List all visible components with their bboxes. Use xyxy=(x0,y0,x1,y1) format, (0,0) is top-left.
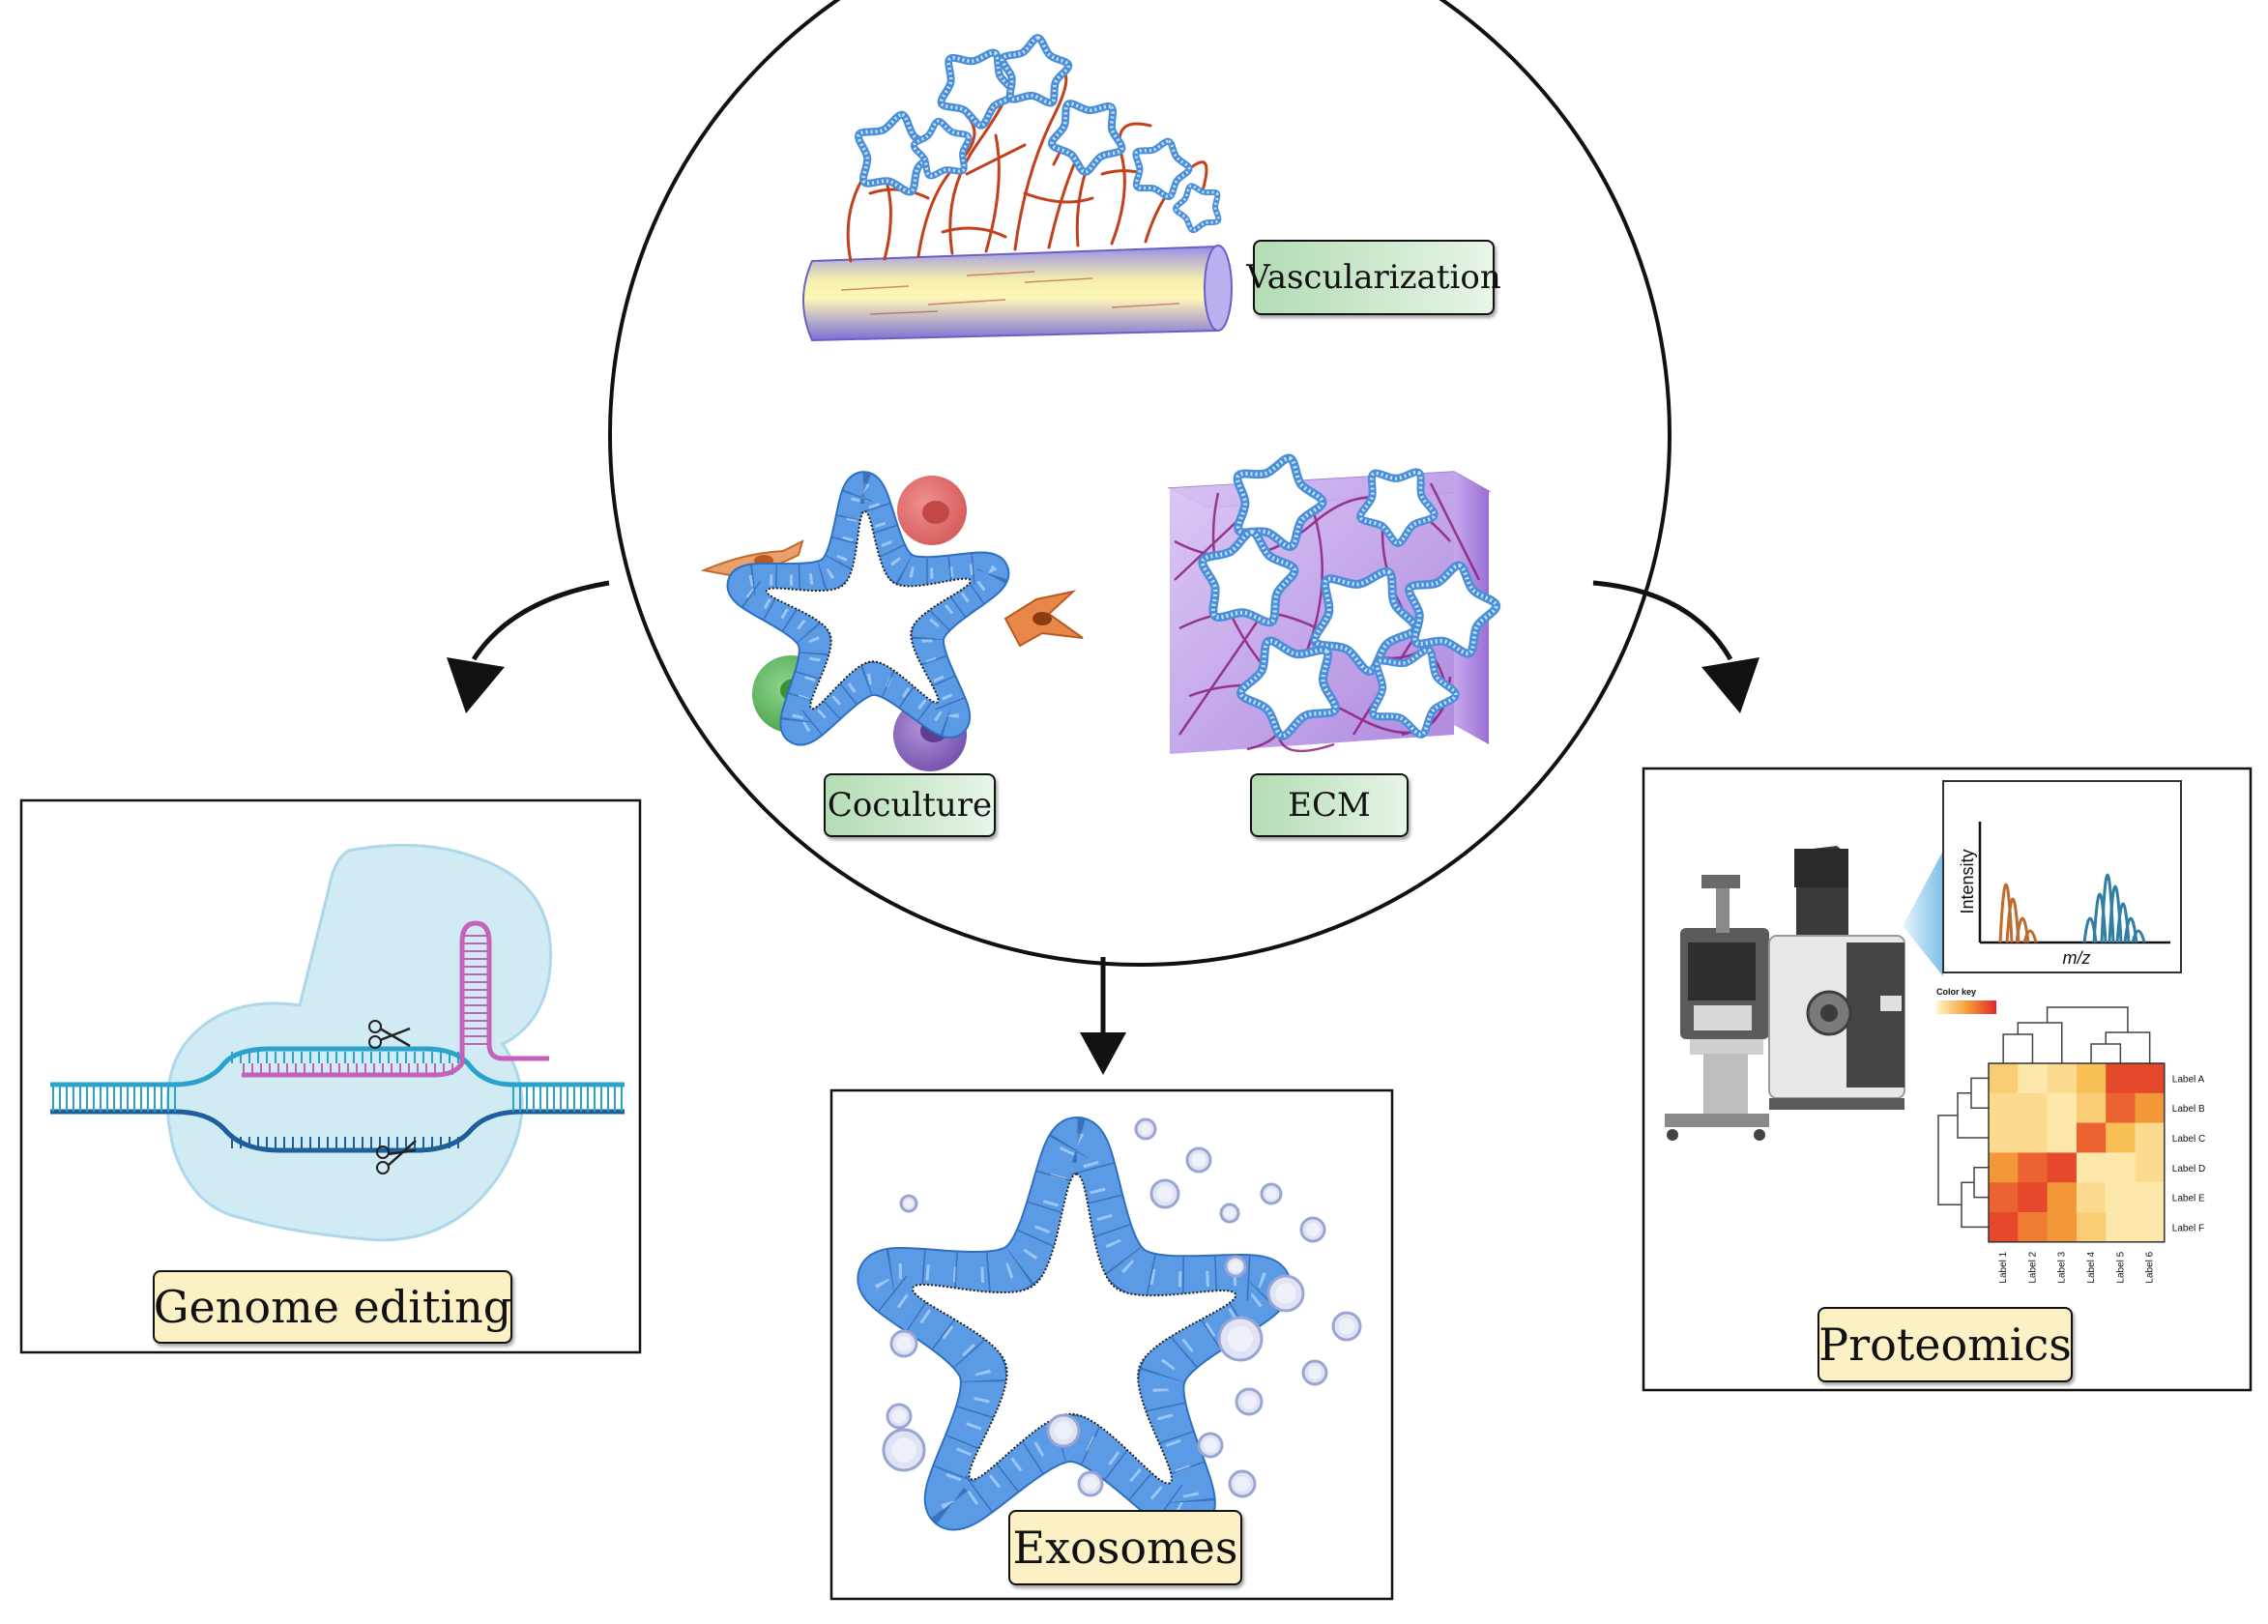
vascular-organoids xyxy=(855,34,1222,234)
color-key-bar xyxy=(1936,1000,1996,1014)
vascularization-label: Vascularization xyxy=(1246,240,1501,315)
heatmap-cell xyxy=(2106,1063,2136,1094)
ms-xlabel: m/z xyxy=(2063,948,2091,968)
zoom-prism xyxy=(1903,851,1943,976)
heatmap-cell xyxy=(2018,1182,2049,1213)
heatmap-cell xyxy=(2106,1182,2136,1213)
heatmap-cell xyxy=(2106,1122,2136,1153)
exosomes-label: Exosomes xyxy=(1008,1510,1242,1585)
heatmap-cell xyxy=(1989,1092,2019,1124)
heatmap-cell xyxy=(2018,1063,2049,1094)
coculture-label: Coculture xyxy=(824,773,996,837)
heatmap-cell xyxy=(2047,1212,2078,1243)
heatmap-cell xyxy=(2076,1182,2107,1213)
coculture-organoid xyxy=(726,471,1010,746)
heatmap-row-label: Label B xyxy=(2172,1104,2205,1115)
heatmap-cell xyxy=(2106,1152,2136,1183)
heatmap-row-label: Label D xyxy=(2172,1164,2205,1174)
heatmap-cell xyxy=(2047,1092,2078,1124)
heatmap-cell xyxy=(2135,1122,2166,1153)
heatmap-col-label: Label 1 xyxy=(1998,1251,2009,1283)
heatmap-row-label: Label F xyxy=(2172,1223,2204,1233)
heatmap-cell xyxy=(1989,1182,2019,1213)
mass-spectrometer xyxy=(1665,846,1905,1141)
heatmap-row-label: Label A xyxy=(2172,1074,2205,1085)
heatmap-row-label: Label C xyxy=(2172,1134,2205,1145)
heatmap-cell xyxy=(2076,1122,2107,1153)
color-key-label: Color key xyxy=(1936,987,1976,997)
heatmap-cell xyxy=(2135,1063,2166,1094)
heatmap-col-label: Label 6 xyxy=(2145,1251,2156,1283)
dna-strand xyxy=(50,1046,625,1153)
heatmap-cell xyxy=(2076,1063,2107,1094)
heatmap-cell xyxy=(2135,1212,2166,1243)
heatmap-cell xyxy=(2135,1182,2166,1213)
arrow-to-genome-editing xyxy=(447,580,610,713)
heatmap: Color key Label A Label B Label C Label D La… xyxy=(1936,987,2205,1284)
ms-spectrum-plot: Intensity m/z xyxy=(1942,780,2182,973)
heatmap-cell xyxy=(2018,1092,2049,1124)
scissors-icon-2 xyxy=(376,1140,417,1174)
heatmap-col-label: Label 3 xyxy=(2057,1251,2068,1283)
ecm-label: ECM xyxy=(1250,773,1409,837)
scissors-icon xyxy=(368,1020,411,1049)
vascular-tube xyxy=(802,245,1233,342)
heatmap-cell xyxy=(2047,1122,2078,1153)
heatmap-cell xyxy=(2135,1152,2166,1183)
exosome-vesicles xyxy=(882,1117,1362,1566)
heatmap-cell xyxy=(2018,1152,2049,1183)
ms-ylabel: Intensity xyxy=(1958,849,1977,914)
heatmap-col-label: Label 5 xyxy=(2115,1251,2126,1283)
proteomics-label: Proteomics xyxy=(1817,1307,2073,1382)
heatmap-cell xyxy=(2047,1063,2078,1094)
ecm-organoids xyxy=(1198,453,1501,740)
heatmap-cell xyxy=(2135,1092,2166,1124)
heatmap-cell xyxy=(2018,1212,2049,1243)
heatmap-cell xyxy=(2106,1212,2136,1243)
arrow-to-exosomes xyxy=(1080,957,1126,1075)
heatmap-cell xyxy=(2076,1212,2107,1243)
heatmap-cell xyxy=(1989,1122,2019,1153)
central-circle xyxy=(608,0,1672,967)
genome-editing-label: Genome editing xyxy=(153,1270,512,1344)
heatmap-cell xyxy=(1989,1152,2019,1183)
heatmap-row-label: Label E xyxy=(2172,1194,2205,1204)
heatmap-cell xyxy=(2047,1152,2078,1183)
heatmap-cell xyxy=(1989,1063,2019,1094)
arrow-to-proteomics xyxy=(1592,580,1759,713)
heatmap-cell xyxy=(2047,1182,2078,1213)
heatmap-cell xyxy=(2018,1122,2049,1153)
heatmap-cell xyxy=(2106,1092,2136,1124)
heatmap-col-label: Label 2 xyxy=(2027,1251,2038,1283)
guide-rna xyxy=(242,920,549,1078)
heatmap-cell xyxy=(2076,1152,2107,1183)
heatmap-col-label: Label 4 xyxy=(2086,1251,2097,1283)
heatmap-cell xyxy=(1989,1212,2019,1243)
heatmap-cell xyxy=(2076,1092,2107,1124)
